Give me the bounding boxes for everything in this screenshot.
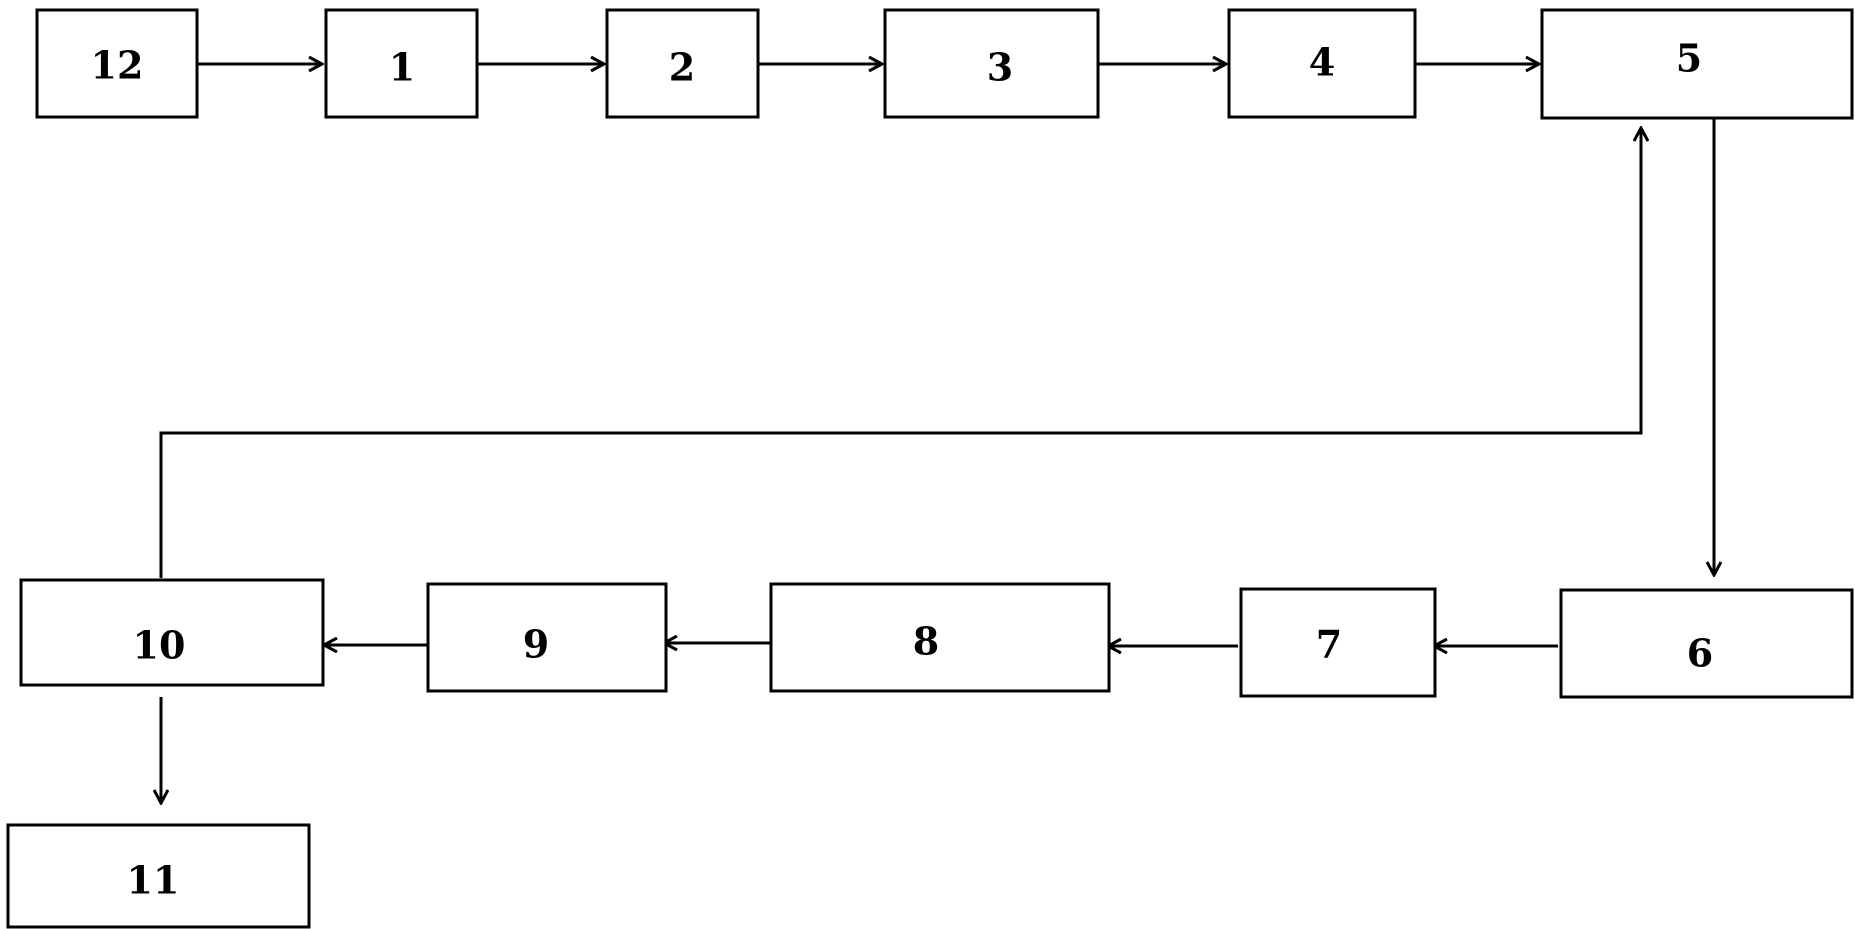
box-8-label: 8: [913, 619, 939, 664]
box-6: 6: [1559, 588, 1854, 699]
box-7-label: 7: [1316, 622, 1342, 667]
box-7: 7: [1239, 587, 1437, 698]
box-10-label: 10: [133, 623, 186, 668]
box-5-label: 5: [1676, 36, 1702, 81]
box-2: 2: [605, 8, 760, 119]
box-1: 1: [324, 8, 479, 119]
box-1-label: 1: [389, 45, 415, 90]
box-12: 12: [35, 8, 199, 119]
box-4: 4: [1227, 8, 1417, 119]
box-3-label: 3: [987, 45, 1013, 90]
box-4-label: 4: [1309, 40, 1335, 85]
box-11: 11: [6, 823, 311, 929]
box-3: 3: [883, 8, 1100, 119]
box-8: 8: [769, 582, 1111, 693]
box-5: 5: [1540, 8, 1854, 120]
box-11-label: 11: [127, 858, 180, 903]
box-9: 9: [426, 582, 668, 693]
box-10: 10: [19, 578, 325, 687]
connectors: [161, 64, 1714, 803]
box-6-label: 6: [1687, 631, 1713, 676]
edge-10-to-5: [159, 128, 1641, 578]
box-2-label: 2: [669, 45, 695, 90]
box-12-label: 12: [91, 43, 144, 88]
box-9-label: 9: [523, 622, 549, 667]
